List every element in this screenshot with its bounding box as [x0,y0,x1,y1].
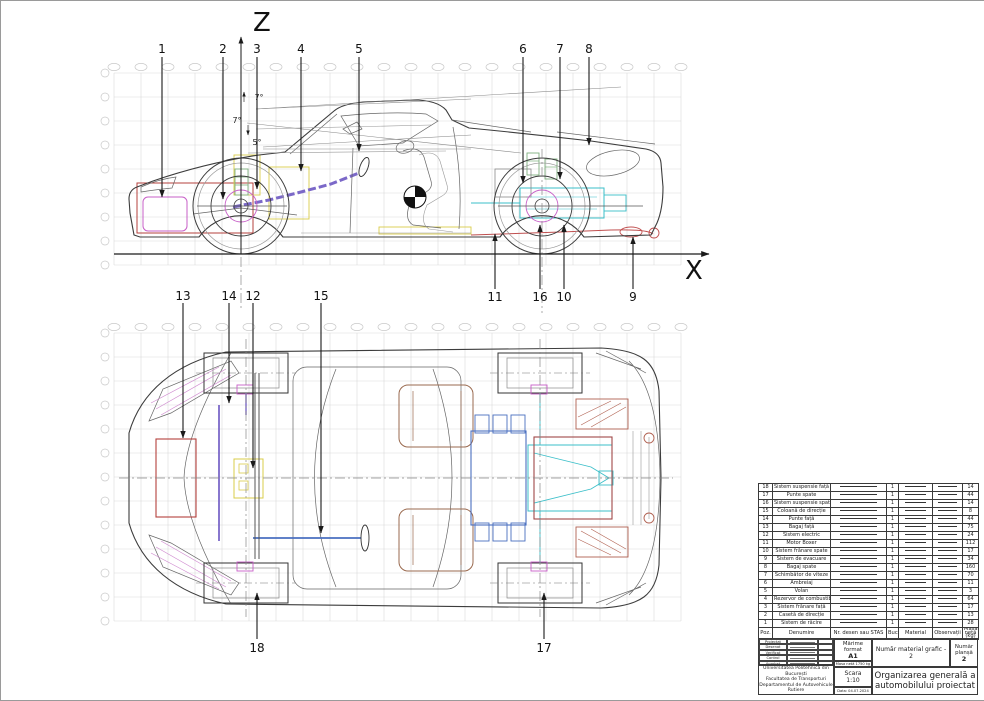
x-axis-label: X [685,256,703,286]
callout-10: 10 [556,290,571,304]
exhaust-plan [575,398,655,558]
signature-row: Desenat [759,644,833,650]
university-cell: Universitatea Politehnica din București … [758,665,834,695]
steering-plan [218,393,370,552]
steering-column-side [232,157,370,209]
callout-8: 8 [585,42,593,56]
rear-wheel-side [493,157,643,255]
format-cell: Mărime format A1 [834,638,872,661]
plan-view [119,339,673,617]
sheet-number-value: 2 [961,654,967,663]
angle-windshield-label: 7° [254,93,263,102]
graphic-material-cell: Număr material grafic - 2 [872,638,950,667]
center-of-gravity-symbol [403,185,427,209]
gearbox-side [471,187,627,219]
format-value: A1 [848,651,858,660]
callout-9: 9 [629,290,637,304]
date-cell: Data: 04.07.2024 [834,687,872,695]
sheet-number-label: Număr planșă [954,643,974,656]
coordinate-axes: Z X [114,8,710,286]
fuel-tank-side [378,226,472,235]
car-body-plan [128,347,662,609]
car-body-side [128,99,664,238]
callout-6: 6 [519,42,527,56]
university-line3: Departamentul de Autovehicule Rutiere [759,682,833,694]
callout-leaders [159,57,636,639]
seats-plan [398,384,474,572]
callout-5: 5 [355,42,363,56]
university-line2: Facultatea de Transporturi [765,677,827,683]
scale-label: Scara [844,670,862,677]
callout-11: 11 [487,290,502,304]
signature-row: Proiectat [759,639,833,645]
callout-1: 1 [158,42,166,56]
callout-12: 12 [245,289,260,303]
electric-harness-plan [254,373,260,559]
net-mass-cell: Masa netă 1750 kg [834,661,872,667]
signature-row: Aprobat [759,660,833,664]
callout-15: 15 [313,289,328,303]
callout-3: 3 [253,42,261,56]
callout-17: 17 [536,641,551,655]
university-line1: Universitatea Politehnica din București [763,666,829,677]
callout-16: 16 [532,290,547,304]
drawing-title-line1: Organizarea generală a [874,671,976,681]
drawing-title: Organizarea generală a automobilului pro… [872,667,978,695]
sheet-number-cell: Număr planșă 2 [950,638,978,667]
scale-value: 1:10 [846,677,860,684]
drawing-title-line2: automobilului proiectat [874,681,976,691]
radiator-side [142,196,188,232]
callout-14: 14 [221,289,236,303]
callout-13: 13 [175,289,190,303]
callout-4: 4 [297,42,305,56]
callout-7: 7 [556,42,564,56]
scale-cell: Scara 1:10 [834,667,872,687]
angle-hood-label: 7° [232,116,241,125]
pedal-box-plan [233,458,264,499]
side-details [140,112,656,234]
z-axis-label: Z [253,8,271,38]
callout-2: 2 [219,42,227,56]
callout-18: 18 [249,641,264,655]
format-label: Mărime format [842,640,864,653]
front-luggage-side [136,182,254,234]
signature-row: Verificat [759,649,833,656]
callout-numbers: 1 2 3 4 5 6 7 8 9 10 11 12 13 14 15 16 1… [158,42,637,655]
front-suspension-side [233,154,310,220]
signature-row: Control [759,655,833,661]
